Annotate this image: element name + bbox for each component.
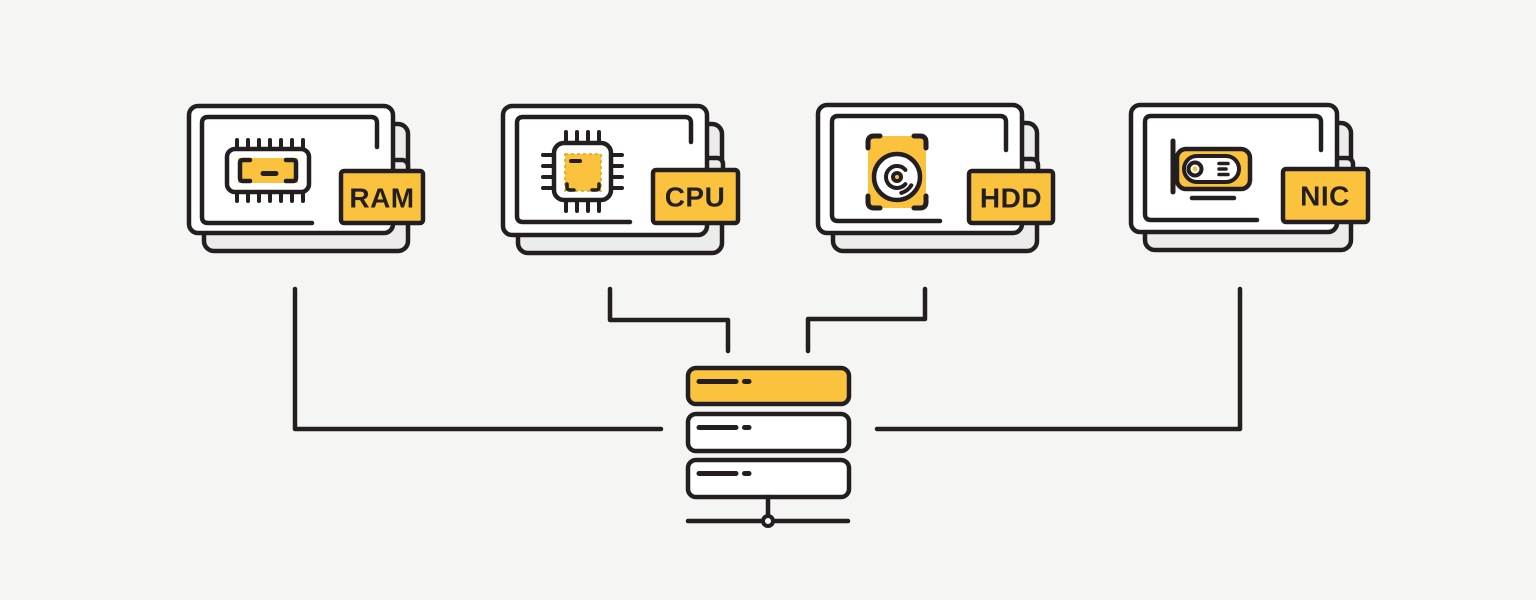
hard-disk-icon (865, 133, 929, 211)
server-network-node (761, 514, 775, 528)
ram-card: RAM (186, 103, 426, 254)
server-unit-3 (685, 457, 852, 500)
hdd-card-inner-border (829, 113, 1009, 224)
cpu-card: CPU (500, 103, 741, 256)
hdd-card: HDD (815, 102, 1056, 254)
ram-label: RAM (349, 183, 414, 214)
ram-label-tag (338, 168, 426, 226)
connector-nic-to-server (874, 286, 1243, 432)
cpu-label-tag (650, 167, 741, 226)
nic-label: NIC (1300, 181, 1350, 212)
memory-chip-icon (224, 138, 312, 203)
cpu-card-inner-border (514, 114, 694, 225)
server-unit-2 (685, 411, 852, 454)
connector-cpu-to-server (607, 286, 731, 354)
hdd-label: HDD (980, 183, 1042, 214)
server-stack-icon (685, 365, 852, 528)
connectors (292, 286, 1243, 432)
hdd-label-tag (966, 168, 1056, 226)
nic-card-inner-border (1142, 113, 1324, 223)
ram-card-inner-border (199, 114, 380, 226)
nic-card: NIC (1128, 102, 1371, 253)
connector-ram-to-server (292, 286, 664, 432)
nic-label-tag (1280, 166, 1371, 225)
server-unit-1 (685, 365, 852, 407)
connector-hdd-to-server (805, 286, 928, 354)
network-card-icon (1170, 138, 1253, 201)
processor-chip-icon (541, 130, 624, 213)
cpu-label: CPU (665, 182, 726, 213)
